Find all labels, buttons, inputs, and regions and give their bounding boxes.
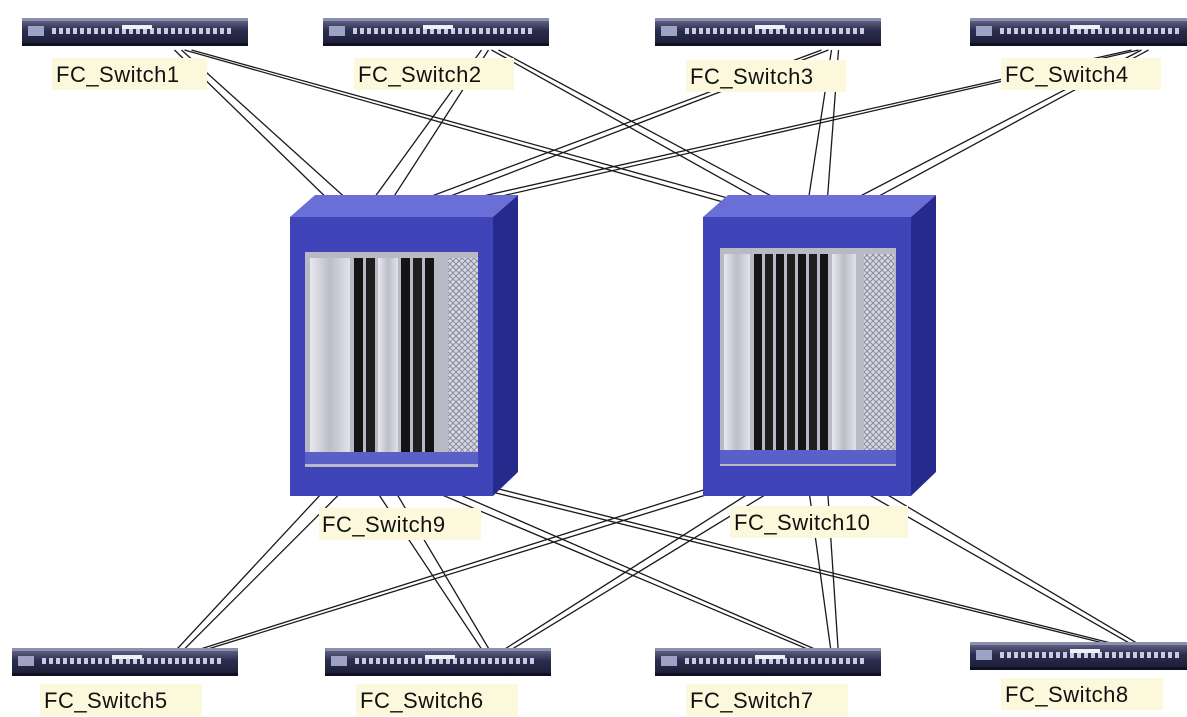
edge-switch-4-unit xyxy=(970,18,1187,46)
fabric-link-s1-s10-1 xyxy=(184,49,805,226)
switch-3-label-bg xyxy=(686,60,846,92)
switch-10-label: FC_Switch10 xyxy=(734,510,870,535)
switch-4-label: FC_Switch4 xyxy=(1005,62,1129,87)
switch-3-label: FC_Switch3 xyxy=(690,64,814,89)
fabric-link-s5-s10-1 xyxy=(181,457,805,656)
switch-5-label-bg xyxy=(40,684,202,716)
edge-switch-8[interactable] xyxy=(970,642,1187,670)
core-switch-10-chassis xyxy=(703,195,936,496)
fabric-link-s1-s10-2 xyxy=(191,49,826,226)
edge-switch-8-unit xyxy=(970,642,1187,670)
core-switch-10[interactable] xyxy=(703,195,936,496)
core-switch-9-chassis xyxy=(290,195,518,496)
switch-6-label: FC_Switch6 xyxy=(360,688,484,713)
fabric-link-s8-s9-2 xyxy=(375,457,1139,651)
edge-switch-1-unit xyxy=(22,18,248,46)
switch-2-label-bg xyxy=(354,58,514,90)
switch-7-label-bg xyxy=(686,684,848,716)
switch-2-label: FC_Switch2 xyxy=(358,62,482,87)
switch-9-label: FC_Switch9 xyxy=(322,512,446,537)
edge-switch-7[interactable] xyxy=(655,648,881,676)
switch-8-label: FC_Switch8 xyxy=(1005,682,1129,707)
switch-6-label-bg xyxy=(356,684,518,716)
edge-switch-7-unit xyxy=(655,648,881,676)
core-switch-9[interactable] xyxy=(290,195,518,496)
switch-1-label-bg xyxy=(52,58,207,90)
switch-8-label-bg xyxy=(1001,678,1163,710)
switch-1-label: FC_Switch1 xyxy=(56,62,180,87)
edge-switch-3-unit xyxy=(655,18,881,46)
switch-9-label-bg xyxy=(319,508,481,540)
edge-switch-2-unit xyxy=(323,18,549,46)
edge-switch-2[interactable] xyxy=(323,18,549,46)
switch-7-label: FC_Switch7 xyxy=(690,688,814,713)
switch-5-label: FC_Switch5 xyxy=(44,688,168,713)
switch-10-label-bg xyxy=(730,506,908,538)
switch-4-label-bg xyxy=(1001,58,1161,90)
edge-switch-6[interactable] xyxy=(325,648,551,676)
edge-switch-4[interactable] xyxy=(970,18,1187,46)
edge-switch-6-unit xyxy=(325,648,551,676)
edge-switch-5[interactable] xyxy=(12,648,238,676)
edge-switch-5-unit xyxy=(12,648,238,676)
edge-switch-1[interactable] xyxy=(22,18,248,46)
edge-switch-3[interactable] xyxy=(655,18,881,46)
